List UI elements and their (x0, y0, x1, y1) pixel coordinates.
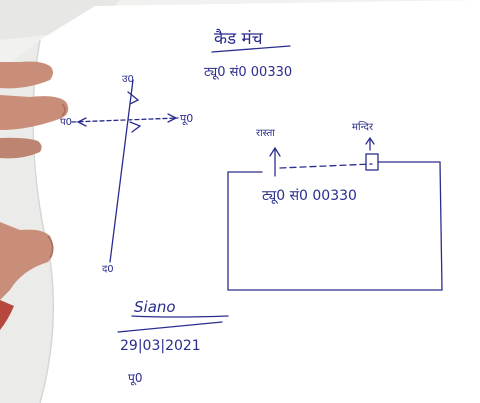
east-west-line (71, 117, 179, 123)
sketch-text: कैड मंच ट्यू0 सं0 00330 उ0 प0 पू0 द0 रास… (60, 28, 374, 386)
west-label: प0 (60, 117, 72, 128)
signature-underline (131, 315, 229, 318)
sketch (71, 45, 443, 333)
up-arrow-right-icon (365, 136, 375, 151)
north-label: उ0 (122, 74, 134, 85)
east-arrow-icon (167, 113, 178, 123)
temple-symbol-icon (365, 153, 379, 171)
top-right-label: मन्दिर (352, 121, 374, 133)
top-left-label: रास्ता (256, 128, 275, 139)
north-flag-icon (127, 91, 140, 105)
box-label: ट्यू0 सं0 00330 (262, 188, 357, 204)
bottom-note: पू0 (128, 371, 142, 386)
north-south-line (109, 79, 134, 263)
site-box (227, 161, 443, 291)
path-dashed (279, 163, 373, 169)
sleeve (0, 300, 14, 330)
page-curl (0, 40, 54, 403)
date: 29|03|2021 (120, 338, 201, 354)
heading-line1: कैड मंच (214, 28, 264, 49)
signature: Siano (134, 298, 176, 316)
heading-line2: ट्यू0 सं0 00330 (204, 65, 292, 80)
up-arrow-left-icon (269, 146, 281, 177)
west-arrow-icon (76, 117, 87, 127)
hand (0, 61, 69, 330)
heading-underline (211, 45, 291, 53)
east-label: पू0 (180, 112, 193, 126)
south-label: द0 (102, 264, 114, 275)
